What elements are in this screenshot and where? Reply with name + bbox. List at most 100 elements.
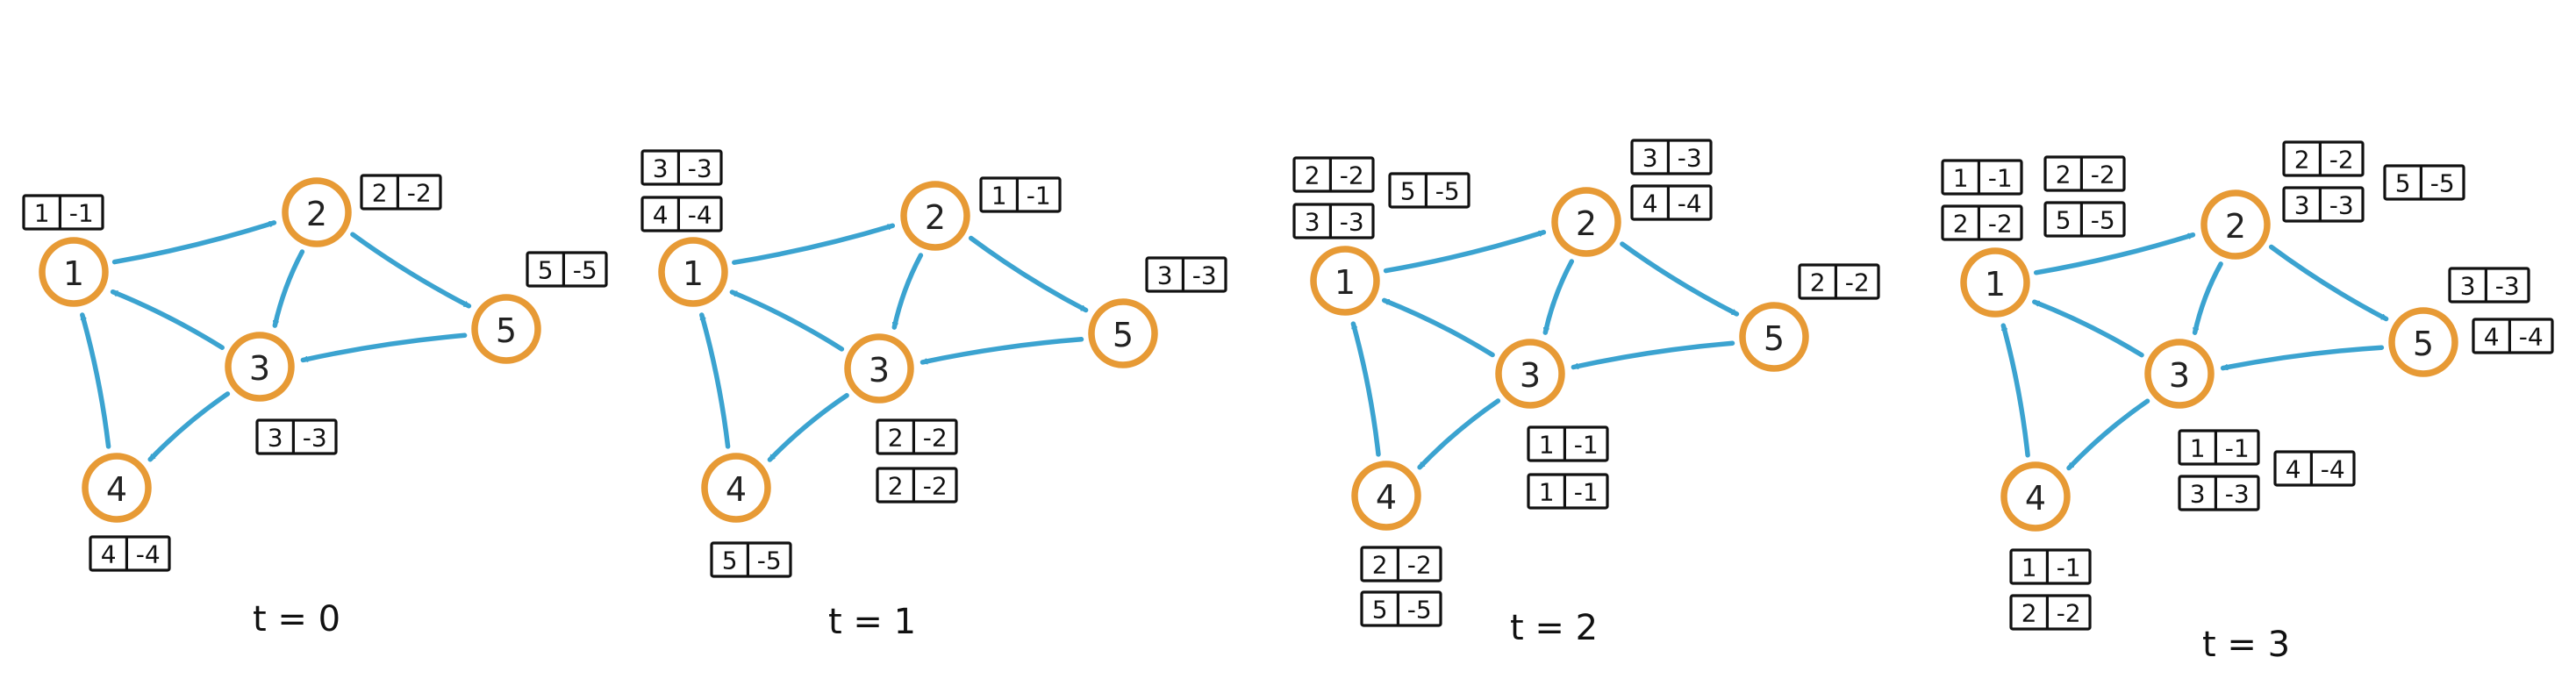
tag-value: 1 <box>34 199 50 228</box>
edge-4-to-1 <box>699 312 731 449</box>
tag-box <box>255 418 338 455</box>
node-2: 2 <box>900 181 970 251</box>
tag-negated-value: -3 <box>1340 208 1364 237</box>
tag-value: 5 <box>1372 596 1388 625</box>
edge-1-to-2 <box>111 220 277 265</box>
node-circle <box>1495 339 1565 409</box>
node-3: 3 <box>1495 339 1565 409</box>
node-circle <box>2200 189 2271 260</box>
tag-negated-value: -2 <box>1988 210 2013 239</box>
tag-box <box>2282 186 2365 223</box>
tag-negated-value: -1 <box>1574 431 1599 460</box>
node-4: 4 <box>1351 461 1421 531</box>
node-label: 4 <box>726 470 747 509</box>
tag-value: 3 <box>2460 272 2476 301</box>
edge-3-to-4 <box>2066 398 2150 471</box>
value-tag: 5-5 <box>710 541 792 578</box>
tag-negated-value: -1 <box>1574 478 1599 507</box>
edge-5-to-3 <box>300 332 468 363</box>
tag-box <box>640 149 723 186</box>
tag-box <box>1145 256 1227 293</box>
tag-box <box>710 541 792 578</box>
value-tag: 2-2 <box>1360 546 1442 582</box>
value-tag: 5-5 <box>2383 164 2465 201</box>
tag-value: 2 <box>888 424 904 453</box>
node-label: 1 <box>683 254 704 293</box>
node-circle <box>2144 339 2215 409</box>
edge-5-to-3 <box>2220 345 2385 371</box>
tag-box <box>979 176 1062 213</box>
node-5: 5 <box>471 294 541 364</box>
tag-box <box>2383 164 2465 201</box>
tag-negated-value: -1 <box>69 199 94 228</box>
tag-negated-value: -3 <box>1678 144 1702 173</box>
tag-value: 3 <box>653 154 669 183</box>
tag-value: 2 <box>1372 551 1388 580</box>
node-label: 4 <box>106 470 127 509</box>
value-tag: 1-1 <box>1527 425 1609 462</box>
edge-3-to-1 <box>729 289 845 352</box>
tag-negated-value: -4 <box>2321 455 2345 484</box>
tag-negated-value: -2 <box>923 424 948 453</box>
tag-value: 5 <box>2056 206 2072 235</box>
edge-2-to-3 <box>2192 261 2223 335</box>
value-tag: 4-4 <box>640 196 723 232</box>
value-tag: 1 -1 <box>22 194 104 231</box>
node-circle <box>39 237 109 307</box>
edge-3-to-4 <box>767 393 849 462</box>
tag-value: 2 <box>1305 161 1320 190</box>
node-label: 2 <box>925 198 946 237</box>
tag-box <box>2282 140 2365 177</box>
node-circle <box>2000 461 2071 532</box>
edge-4-to-1 <box>2000 323 2030 458</box>
node-1: 1 <box>39 237 109 307</box>
tag-negated-value: -2 <box>407 179 432 208</box>
tag-negated-value: -3 <box>2329 191 2354 220</box>
tag-box <box>2472 318 2554 354</box>
edge-2-to-3 <box>272 249 305 328</box>
tag-box <box>2009 548 2092 585</box>
value-tag: 2-2 <box>1941 204 2023 241</box>
tag-value: 2 <box>2021 599 2037 628</box>
node-label: 2 <box>2225 207 2246 246</box>
node-circle <box>1551 187 1621 257</box>
node-label: 2 <box>306 195 327 233</box>
tag-box <box>876 467 958 504</box>
tag-negated-value: -5 <box>757 547 782 575</box>
tag-box <box>1527 473 1609 510</box>
tag-negated-value: -2 <box>2057 599 2081 628</box>
node-4: 4 <box>82 453 152 523</box>
tag-box <box>22 194 104 231</box>
value-tag: 1-1 <box>2178 429 2260 466</box>
value-tag: 3-3 <box>1292 203 1375 239</box>
edge-5-to-3 <box>919 337 1084 365</box>
node-4: 4 <box>701 453 771 523</box>
tag-box <box>1360 546 1442 582</box>
tag-negated-value: -2 <box>923 472 948 501</box>
edge-1-to-2 <box>2033 232 2196 275</box>
tag-negated-value: -2 <box>2091 161 2115 189</box>
value-tag: 2-2 <box>2282 140 2365 177</box>
tag-box <box>1360 590 1442 627</box>
node-label: 3 <box>2169 356 2190 395</box>
value-tag: 3-3 <box>255 418 338 455</box>
node-circle <box>471 294 541 364</box>
edge-2-to-5 <box>1620 241 1740 317</box>
tag-box <box>2273 450 2356 487</box>
tag-negated-value: -4 <box>136 540 161 569</box>
value-tag: 2-2 <box>360 174 442 211</box>
tag-value: 3 <box>268 424 283 453</box>
node-label: 5 <box>1113 316 1134 354</box>
tag-box <box>2448 267 2530 304</box>
edge-3-to-4 <box>147 391 231 462</box>
value-tag: 3-3 <box>2448 267 2530 304</box>
value-tag: 4-4 <box>89 535 171 572</box>
tag-box <box>2043 155 2126 192</box>
value-tag: 3-3 <box>2178 475 2260 511</box>
tag-box <box>1292 203 1375 239</box>
tag-value: 3 <box>2294 191 2310 220</box>
node-label: 1 <box>1335 263 1356 302</box>
tag-box <box>876 418 958 455</box>
node-1: 1 <box>658 237 728 307</box>
